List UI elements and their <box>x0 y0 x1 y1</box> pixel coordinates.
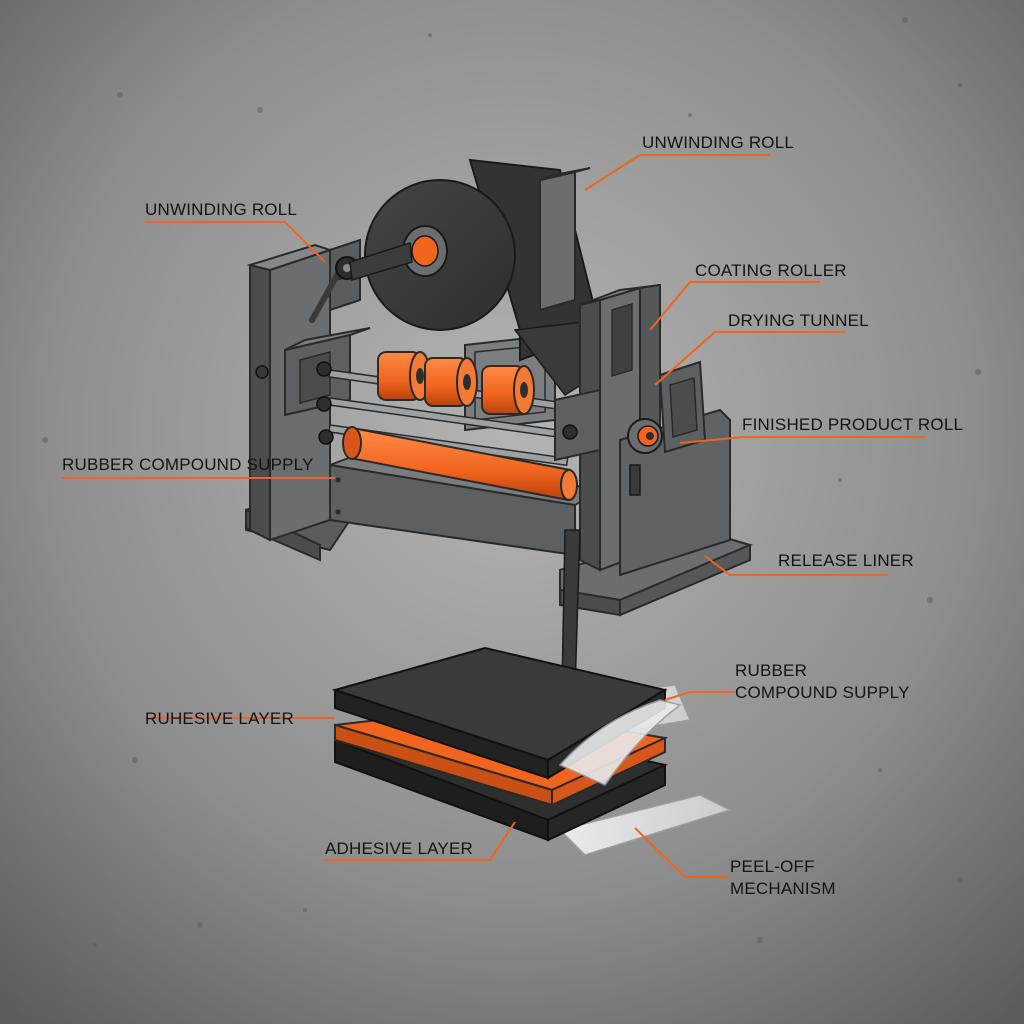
label-unwinding-roll-left: UNWINDING ROLL <box>145 200 297 219</box>
release-liner-sheet <box>558 794 733 856</box>
leader-drying-tunnel <box>654 331 845 386</box>
label-adhesive-layer: ADHESIVE LAYER <box>325 839 473 858</box>
label-coating-roller: COATING ROLLER <box>695 261 847 280</box>
background-specks <box>42 17 981 947</box>
leader-peel-off <box>634 827 728 878</box>
leader-release-liner <box>704 555 888 576</box>
orange-roller-3 <box>481 365 535 415</box>
leader-finished-roll <box>679 436 925 444</box>
label-rubber-compound-supply-left: RUBBER COMPOUND SUPPLY <box>62 455 314 474</box>
label-release-liner: RELEASE LINER <box>778 551 914 570</box>
leader-unwinding-roll-top <box>584 154 770 191</box>
label-rubber-compound-supply-right-1: RUBBER <box>735 661 807 680</box>
label-peel-off-1: PEEL-OFF <box>730 857 815 876</box>
coating-rollers <box>377 351 535 415</box>
orange-roller-1 <box>377 351 431 401</box>
finished-roll-hub <box>554 388 663 496</box>
label-drying-tunnel: DRYING TUNNEL <box>728 311 869 330</box>
left-bearing-block <box>284 327 371 417</box>
leader-rubber-supply-right <box>664 691 735 701</box>
label-ruhesive-layer: RUHESIVE LAYER <box>145 709 294 728</box>
leader-unwinding-roll-left <box>145 221 326 263</box>
label-rubber-compound-supply-right-2: COMPOUND SUPPLY <box>735 683 910 702</box>
leader-coating-roller <box>649 281 820 331</box>
orange-roller-2 <box>424 357 478 407</box>
labels: UNWINDING ROLL UNWINDING ROLL COATING RO… <box>62 133 963 898</box>
peel-corner <box>558 699 682 786</box>
shaft-end-caps <box>316 361 334 445</box>
leader-adhesive-layer <box>325 821 516 861</box>
back-right-upright <box>539 167 591 312</box>
label-finished-product-roll: FINISHED PRODUCT ROLL <box>742 415 963 434</box>
layered-product <box>331 646 733 856</box>
leader-lines <box>62 154 925 878</box>
rubber-supply-cylinder <box>342 426 578 502</box>
label-peel-off-2: MECHANISM <box>730 879 836 898</box>
label-unwinding-roll-top: UNWINDING ROLL <box>642 133 794 152</box>
